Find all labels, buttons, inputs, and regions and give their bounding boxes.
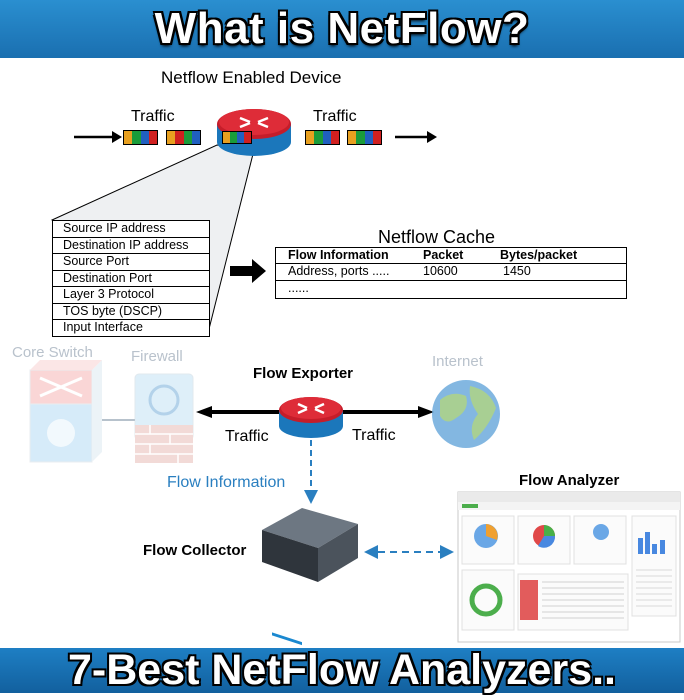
field-row: Input Interface xyxy=(63,320,143,334)
field-row: TOS byte (DSCP) xyxy=(53,304,209,320)
cache-cell: Address, ports ..... xyxy=(288,264,390,278)
globe-icon xyxy=(432,380,500,448)
field-row: Layer 3 Protocol xyxy=(53,287,209,304)
internet-label: Internet xyxy=(432,353,483,370)
cache-cell: 1450 xyxy=(503,264,531,278)
exporter-router-icon xyxy=(279,397,343,438)
field-row: Source IP address xyxy=(53,221,209,238)
traffic-out-label: Traffic xyxy=(313,108,357,125)
flow-information-label: Flow Information xyxy=(167,474,286,491)
flow-exporter-label: Flow Exporter xyxy=(253,365,354,382)
analyzer-dashboard-thumbnail xyxy=(457,491,681,643)
to-cache-arrow xyxy=(230,259,266,283)
cache-cell: ...... xyxy=(288,281,309,295)
field-row: Destination IP address xyxy=(53,238,209,254)
footer-title: 7-Best NetFlow Analyzers.. xyxy=(68,646,616,694)
firewall-icon xyxy=(134,373,194,463)
cache-cell: 10600 xyxy=(423,264,458,278)
cache-row: Address, ports ..... 10600 1450 xyxy=(276,264,626,281)
cache-header: Packet xyxy=(423,248,464,262)
flow-analyzer-label: Flow Analyzer xyxy=(519,472,620,489)
cache-header-row: Flow Information Packet Bytes/packet xyxy=(276,248,626,264)
collector-server-icon xyxy=(262,508,358,646)
cache-title: Netflow Cache xyxy=(378,227,496,247)
header-banner xyxy=(0,0,684,58)
cache-header: Bytes/packet xyxy=(500,248,578,262)
packet-icon xyxy=(166,130,201,145)
page-title: What is NetFlow? xyxy=(154,4,530,53)
flow-collector-label: Flow Collector xyxy=(143,542,247,559)
packet-icon xyxy=(305,130,340,145)
packet-icon xyxy=(123,130,158,145)
netflow-cache-table: Flow Information Packet Bytes/packet Add… xyxy=(275,247,627,299)
cache-row: ...... xyxy=(276,281,626,298)
packet-icon xyxy=(222,131,252,144)
field-row: Source Port xyxy=(53,254,209,271)
traffic-left-label: Traffic xyxy=(225,428,269,445)
device-title: Netflow Enabled Device xyxy=(161,68,342,87)
cache-header: Flow Information xyxy=(288,248,389,262)
netflow-fields-table: Source IP address Destination IP address… xyxy=(52,220,210,337)
network-diagram xyxy=(29,360,681,646)
core-switch-icon xyxy=(29,360,102,463)
footer-banner xyxy=(0,648,684,693)
core-switch-label: Core Switch xyxy=(12,344,93,361)
traffic-right-label: Traffic xyxy=(352,427,396,444)
packet-icon xyxy=(347,130,382,145)
field-row: Destination Port xyxy=(53,271,209,287)
firewall-label: Firewall xyxy=(131,348,183,365)
traffic-in-label: Traffic xyxy=(131,108,175,125)
